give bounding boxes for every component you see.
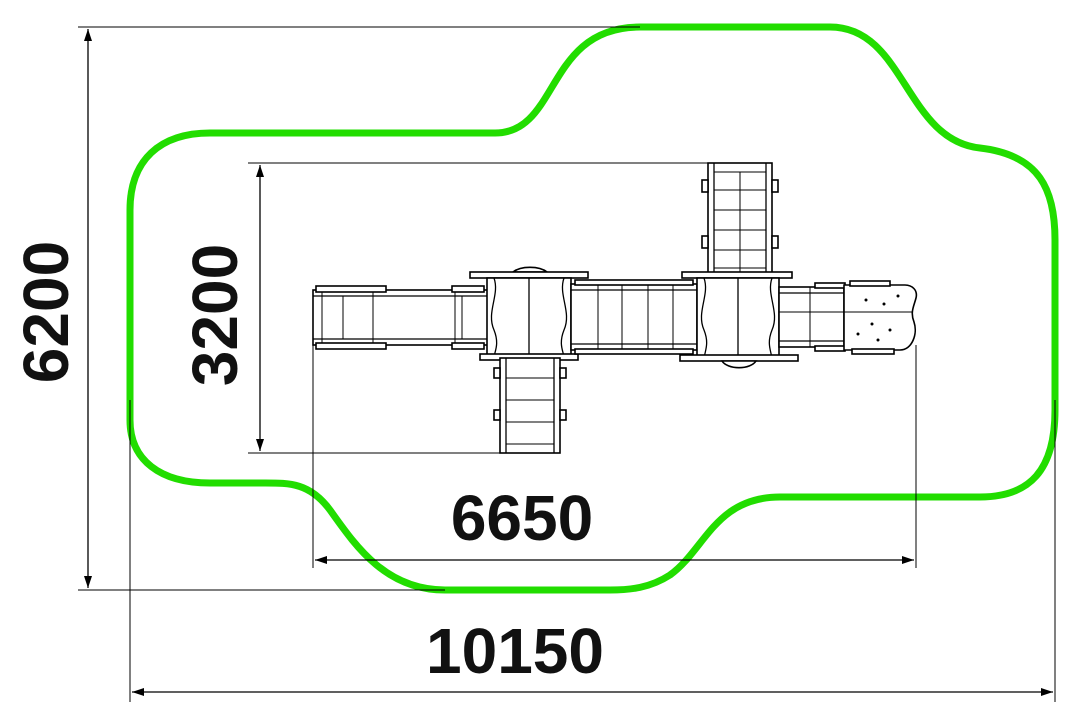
equipment-width-dimension: 3200 (179, 162, 708, 454)
equipment-width-label: 3200 (179, 244, 251, 386)
middle-bridge (570, 279, 698, 355)
left-ladder (493, 357, 567, 454)
overall-width-dimension: 6200 (10, 26, 640, 591)
safety-zone-outline (126, 23, 1059, 594)
overall-length-label: 10150 (426, 615, 604, 687)
left-tower (469, 266, 589, 361)
right-walkway (778, 280, 918, 355)
left-bridge (312, 285, 489, 350)
play-equipment (312, 162, 918, 454)
overall-width-label: 6200 (10, 241, 82, 383)
equipment-length-label: 6650 (451, 482, 593, 554)
right-tower (679, 271, 799, 369)
overall-length-dimension: 10150 (129, 400, 1056, 702)
right-ladder (701, 162, 779, 279)
equipment-length-dimension: 6650 (312, 345, 917, 568)
